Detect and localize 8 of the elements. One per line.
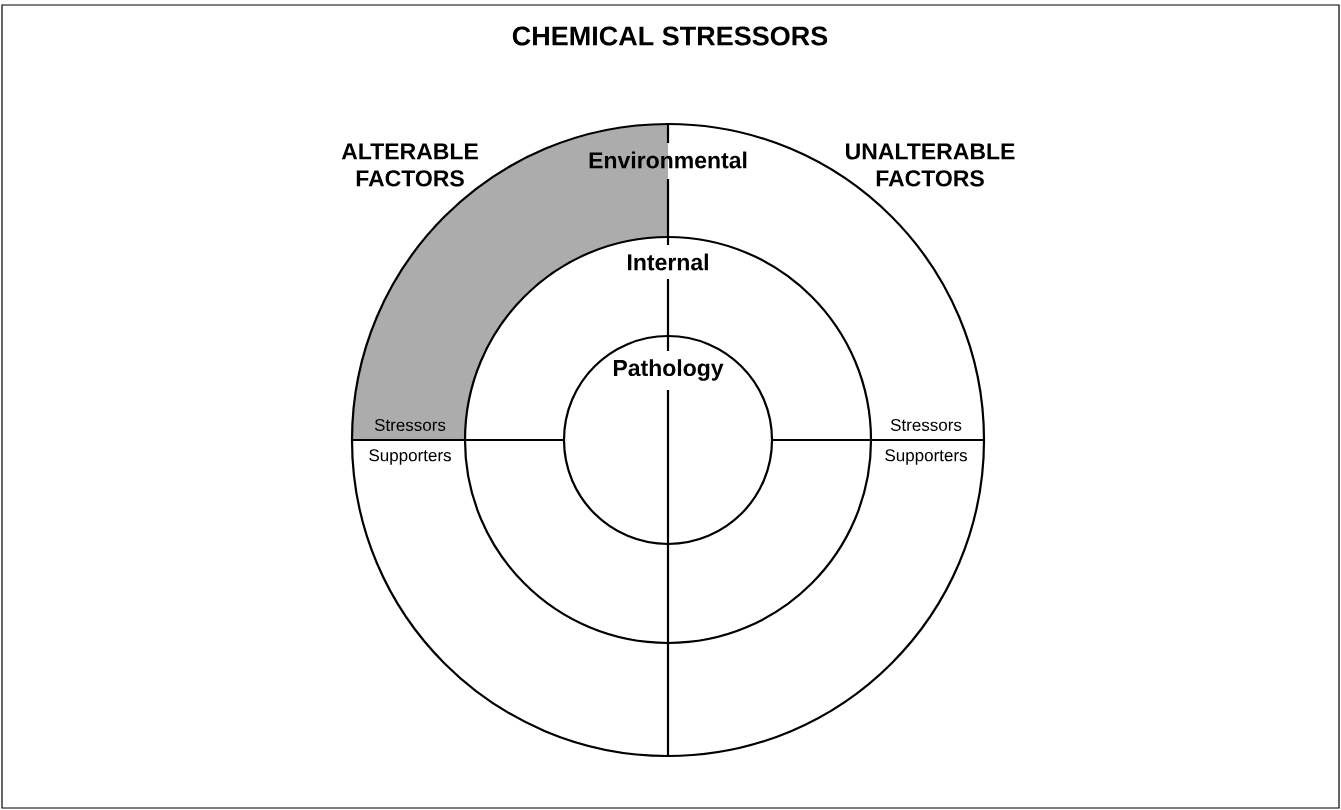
segment-label: Supporters: [885, 449, 967, 465]
title: CHEMICAL STRESSORS: [512, 26, 828, 46]
ring: Pathology: [562, 334, 774, 546]
segment-label: Stressors: [374, 418, 446, 431]
factor-heading: UNALTERABLE FACTORS: [846, 143, 1015, 187]
segment-label: Supporters: [369, 449, 451, 465]
factor-heading: ALTERABLE FACTORS: [341, 143, 478, 187]
segment-label: Stressors: [890, 418, 962, 431]
